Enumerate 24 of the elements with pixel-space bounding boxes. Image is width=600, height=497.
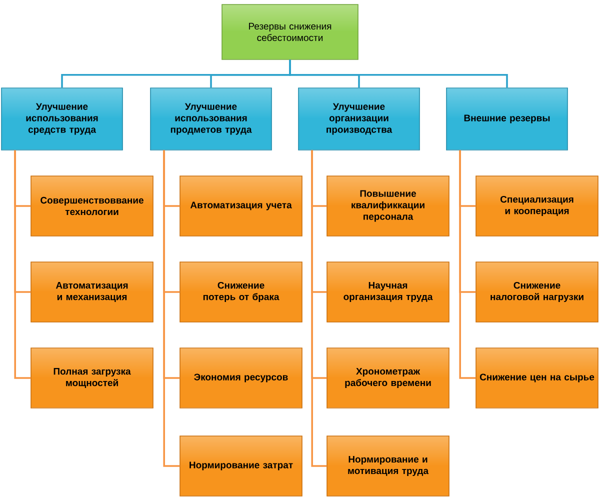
item-box: Снижение потерь от брака <box>180 262 302 322</box>
connector-line <box>14 150 31 379</box>
item-box: Автоматизация учета <box>180 176 302 236</box>
item-box: Нормирование и мотивация труда <box>326 436 450 496</box>
item-box: Снижение налоговой нагрузки <box>476 262 598 322</box>
item-box: Совершенствоввание технологии <box>30 176 154 236</box>
item-box: Повышение квалификкации персонала <box>326 176 450 236</box>
item-box: Снижение цен на сырье <box>476 348 598 408</box>
connector-line <box>459 150 476 379</box>
item-box: Научная организация труда <box>326 262 450 322</box>
category-box: Улучшение организации производства <box>298 88 420 150</box>
connector-line <box>289 60 508 88</box>
item-box: Нормирование затрат <box>180 436 302 496</box>
summary-box: Резервы снижения себестоимости <box>222 4 358 60</box>
item-box: Автоматизация и механизация <box>30 262 154 322</box>
item-box: Полная загрузка мощностей <box>30 348 154 408</box>
connector-line <box>163 150 180 467</box>
category-box: Внешние резервы <box>446 88 568 150</box>
item-box: Специализация и кооперация <box>476 176 598 236</box>
connector-line <box>311 150 327 467</box>
category-box: Улучшение использования средств труда <box>1 88 123 150</box>
category-box: Улучшение использования продметов труда <box>150 88 272 150</box>
item-box: Хронометраж рабочего времени <box>326 348 450 408</box>
item-box: Экономия ресурсов <box>180 348 302 408</box>
